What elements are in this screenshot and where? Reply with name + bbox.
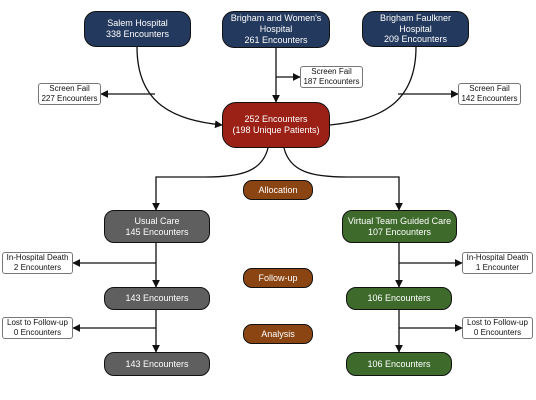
combined-encounters-count: 252 Encounters (244, 114, 308, 125)
salem-hospital-box: Salem Hospital 338 Encounters (84, 11, 191, 47)
virtual-care-encounters: 107 Encounters (367, 226, 432, 237)
brigham-womens-hospital-name: Brigham and Women's Hospital (230, 13, 322, 35)
usual-care-followup-box: 143 Encounters (104, 287, 210, 310)
brigham-faulkner-hospital-encounters: 209 Encounters (383, 34, 448, 45)
virtual-care-analysis-box: 106 Encounters (346, 352, 452, 376)
combined-encounters-box: 252 Encounters (198 Unique Patients) (222, 102, 330, 148)
faulkner-screen-fail-box: Screen Fail 142 Encounters (458, 83, 521, 105)
usual-care-analysis-box: 143 Encounters (104, 352, 210, 376)
virtual-care-followup-box: 106 Encounters (346, 287, 452, 310)
salem-screen-fail-encounters: 227 Encounters (41, 94, 98, 103)
virtual-care-box: Virtual Team Guided Care 107 Encounters (342, 210, 457, 243)
bwh-screen-fail-encounters: 187 Encounters (303, 77, 360, 86)
connector-combined-to-usual-care (152, 147, 269, 211)
allocation-phase-label: Allocation (243, 180, 313, 200)
followup-phase-label: Follow-up (243, 268, 313, 288)
virtual-care-death-box: In-Hospital Death 1 Encounter (462, 252, 533, 274)
usual-care-death-label: In-Hospital Death (6, 253, 69, 263)
bwh-screen-fail-label: Screen Fail (311, 67, 352, 77)
virtual-care-lost-label: Lost to Follow-up (467, 318, 528, 328)
combined-unique-patients: (198 Unique Patients) (232, 125, 320, 135)
usual-care-encounters: 145 Encounters (125, 226, 189, 237)
brigham-faulkner-hospital-name: Brigham Faulkner Hospital (379, 12, 452, 34)
usual-care-death-box: In-Hospital Death 2 Encounters (2, 252, 73, 274)
bwh-screen-fail-box: Screen Fail 187 Encounters (300, 66, 363, 88)
virtual-care-lost-box: Lost to Follow-up 0 Encounters (462, 317, 533, 339)
usual-care-lost-box: Lost to Follow-up 0 Encounters (2, 317, 73, 339)
brigham-womens-hospital-box: Brigham and Women's Hospital 261 Encount… (222, 11, 330, 48)
salem-hospital-encounters: 338 Encounters (105, 29, 170, 39)
virtual-care-title: Virtual Team Guided Care (347, 215, 452, 226)
salem-screen-fail-box: Screen Fail 227 Encounters (38, 83, 101, 105)
analysis-phase-label: Analysis (243, 324, 313, 344)
usual-care-title: Usual Care (134, 215, 180, 226)
usual-care-box: Usual Care 145 Encounters (104, 210, 210, 243)
faulkner-screen-fail-encounters: 142 Encounters (461, 94, 518, 103)
brigham-faulkner-hospital-box: Brigham Faulkner Hospital 209 Encounters (362, 11, 469, 47)
connector-faulkner-to-combined (329, 46, 417, 126)
salem-hospital-name: Salem Hospital (107, 18, 168, 29)
usual-care-lost-encounters: 0 Encounters (13, 328, 62, 337)
virtual-care-death-label: In-Hospital Death (466, 253, 529, 263)
connector-salem-to-combined (136, 46, 223, 129)
virtual-care-death-encounters: 1 Encounter (475, 263, 520, 272)
connector-combined-to-virtual-care (283, 147, 403, 211)
virtual-care-lost-encounters: 0 Encounters (473, 328, 522, 337)
salem-screen-fail-label: Screen Fail (49, 84, 90, 94)
usual-care-lost-label: Lost to Follow-up (7, 318, 68, 328)
brigham-womens-hospital-encounters: 261 Encounters (244, 34, 308, 45)
usual-care-death-encounters: 2 Encounters (13, 263, 62, 272)
faulkner-screen-fail-label: Screen Fail (469, 84, 510, 94)
